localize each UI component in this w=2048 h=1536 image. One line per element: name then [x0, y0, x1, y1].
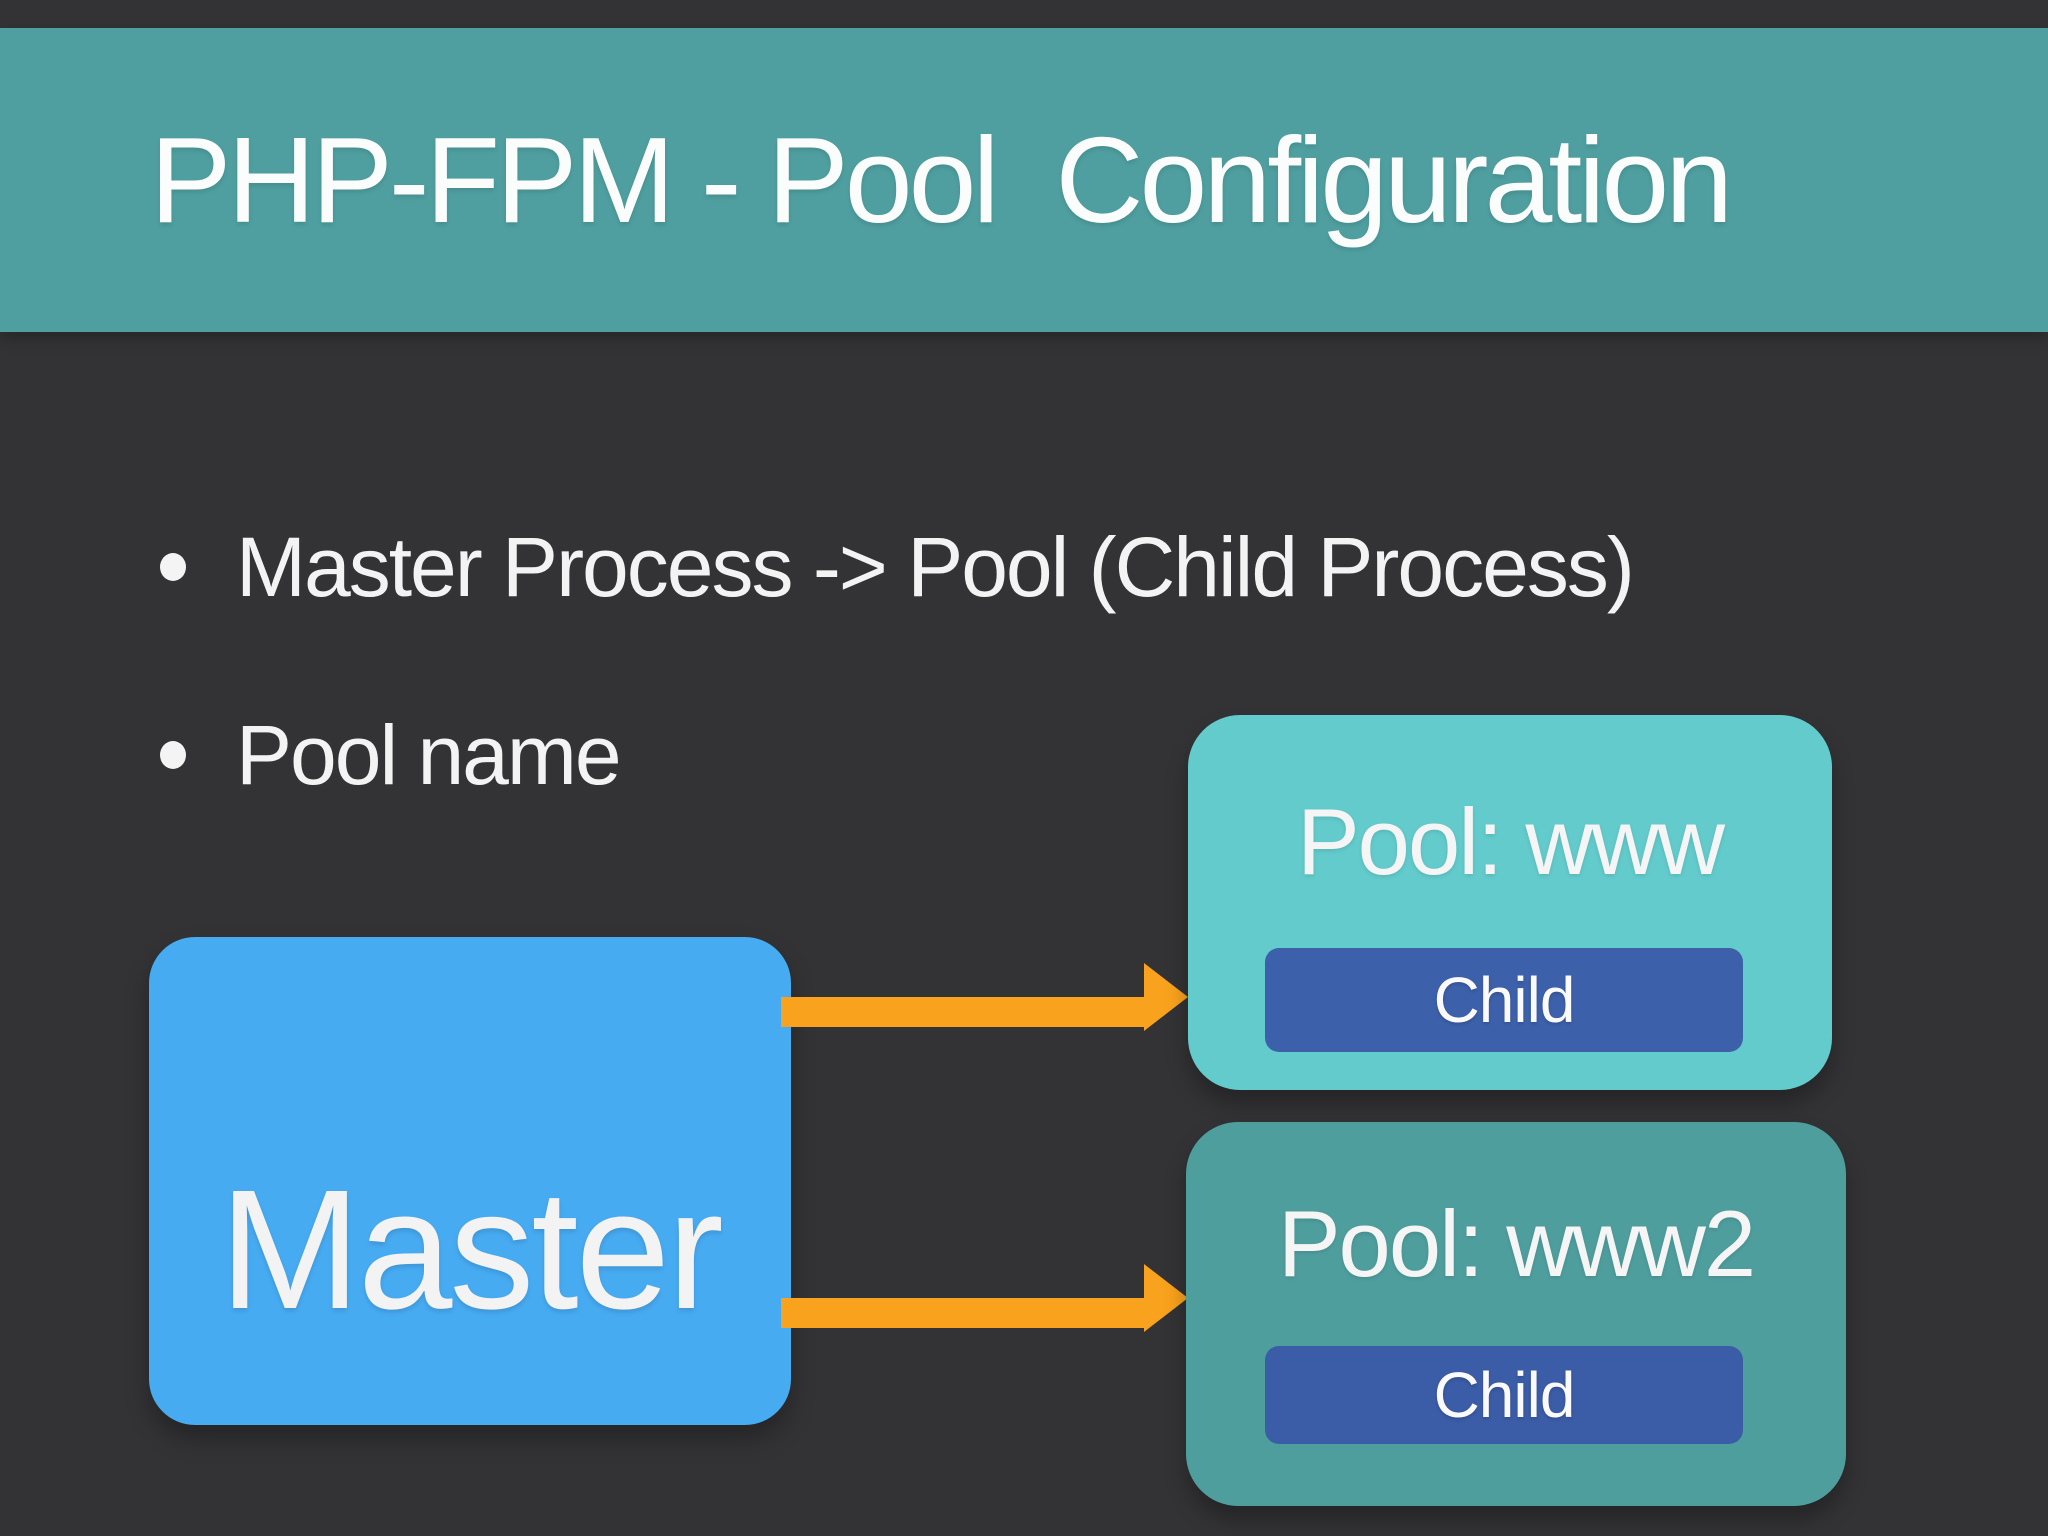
pool-www-child-node: Child	[1265, 948, 1743, 1052]
arrow-head	[1144, 1264, 1188, 1332]
pool-www-node: Pool: www Child	[1188, 715, 1832, 1090]
pool-www2-node: Pool: www2 Child	[1186, 1122, 1846, 1506]
master-process-node: Master	[149, 937, 791, 1425]
bullet-item-master-process: Master Process -> Pool (Child Process)	[160, 517, 1635, 617]
arrow-shaft	[781, 997, 1148, 1027]
bullet-text: Pool name	[236, 707, 622, 802]
child-node-label: Child	[1433, 1359, 1576, 1431]
bullet-dot-icon	[160, 741, 186, 769]
bullet-text: Master Process -> Pool (Child Process)	[236, 519, 1635, 614]
child-node-label: Child	[1433, 964, 1576, 1036]
bullet-item-pool-name: Pool name	[160, 705, 622, 805]
page-title: PHP-FPM - Pool Configuration	[150, 112, 1733, 248]
arrow-shaft	[781, 1298, 1148, 1328]
pool-www-label: Pool: www	[1296, 789, 1725, 894]
header-band: PHP-FPM - Pool Configuration	[0, 28, 2048, 332]
master-node-label: Master	[219, 1155, 724, 1345]
pool-www2-label: Pool: www2	[1277, 1191, 1756, 1296]
pool-www2-child-node: Child	[1265, 1346, 1743, 1444]
bullet-dot-icon	[160, 553, 186, 581]
arrow-head	[1144, 963, 1188, 1031]
